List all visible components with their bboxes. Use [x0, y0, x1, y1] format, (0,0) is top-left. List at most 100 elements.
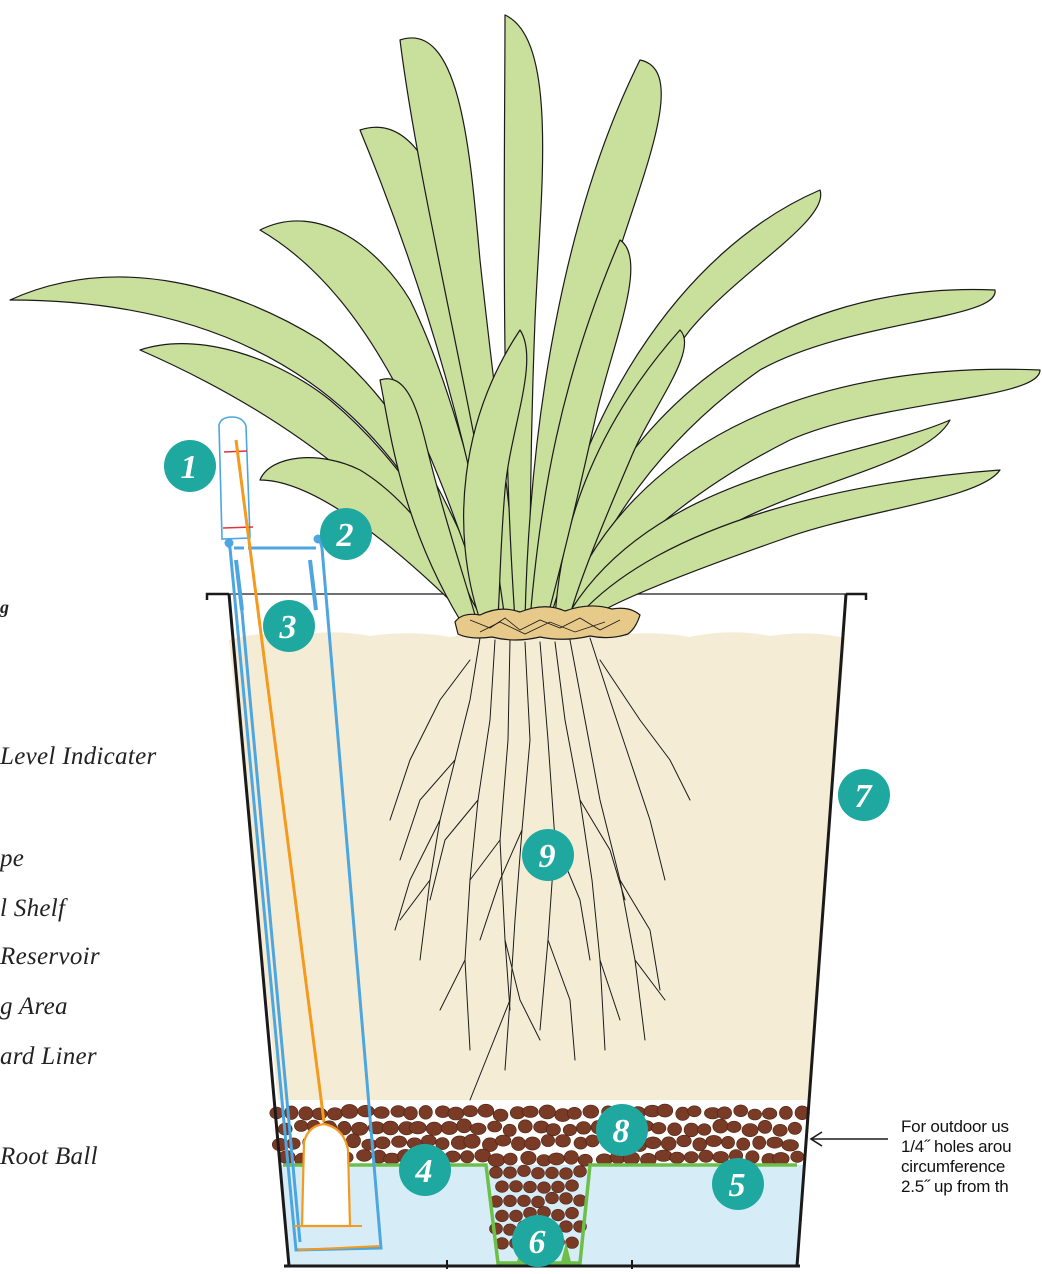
pebble	[546, 1124, 560, 1136]
badge-number: 6	[529, 1224, 546, 1261]
badge-number: 2	[336, 517, 354, 554]
note-arrow	[811, 1132, 888, 1146]
pebble	[661, 1137, 676, 1151]
pebble	[762, 1108, 777, 1119]
pebble	[504, 1167, 517, 1179]
pebble	[503, 1124, 516, 1136]
pebble	[693, 1138, 707, 1151]
legend-item-liner: ard Liner	[0, 1043, 97, 1071]
pebble	[779, 1106, 792, 1119]
pebble	[788, 1122, 801, 1134]
pebble	[684, 1123, 699, 1137]
pebble	[510, 1181, 523, 1193]
pebble	[767, 1137, 783, 1148]
pebble	[546, 1167, 559, 1179]
pebble	[299, 1107, 313, 1120]
pebble	[463, 1106, 478, 1117]
legend-item-root-ball: Root Ball	[0, 1143, 98, 1171]
pebble	[566, 1237, 579, 1249]
badge-number: 5	[729, 1167, 746, 1204]
badge-number: 3	[279, 609, 297, 646]
pebble	[742, 1124, 758, 1137]
pebble	[657, 1104, 673, 1117]
pebble	[504, 1153, 518, 1165]
pebble	[374, 1107, 390, 1119]
pebble	[782, 1140, 799, 1152]
note-line: For outdoor us	[901, 1117, 1011, 1137]
pebble	[518, 1165, 531, 1177]
pebble	[566, 1180, 579, 1192]
pebble	[496, 1210, 509, 1222]
legend-item-shelf: l Shelf	[0, 895, 65, 923]
pebble	[419, 1105, 432, 1119]
pebble	[791, 1151, 804, 1162]
pebble	[699, 1150, 713, 1162]
note-line: circumference	[901, 1157, 1011, 1177]
note-line: 1/4˝ holes arou	[901, 1137, 1011, 1157]
pebble	[391, 1106, 406, 1118]
callout-badge-1: 1	[164, 440, 216, 492]
pebble	[717, 1107, 731, 1119]
pebble	[375, 1137, 390, 1149]
legend-item-fill-pipe: pe	[0, 845, 24, 873]
pebble	[457, 1119, 472, 1133]
pebble	[504, 1195, 517, 1207]
pebble	[560, 1168, 573, 1180]
outdoor-drainage-note: For outdoor us 1/4˝ holes arou circumfer…	[901, 1117, 1011, 1197]
pebble	[448, 1107, 464, 1120]
badge-number: 1	[181, 449, 198, 486]
pebble	[351, 1122, 368, 1135]
pebble	[490, 1167, 503, 1179]
pebble	[706, 1135, 722, 1146]
pebble	[518, 1195, 531, 1207]
pebble	[773, 1152, 790, 1165]
pebble	[758, 1120, 772, 1133]
pebble	[574, 1166, 587, 1178]
pebble	[461, 1151, 474, 1163]
pebble	[511, 1137, 525, 1151]
pebble	[567, 1107, 581, 1119]
callout-badge-5: 5	[712, 1158, 764, 1210]
pebble	[496, 1181, 509, 1193]
note-line: 2.5˝ up from th	[901, 1177, 1011, 1197]
callout-badge-2: 2	[320, 508, 372, 560]
pebble	[341, 1104, 358, 1118]
pebble	[426, 1122, 442, 1135]
pebble	[287, 1138, 300, 1149]
pebble	[576, 1122, 591, 1135]
badge-number: 8	[613, 1113, 630, 1150]
legend-item-reservoir: Reservoir	[0, 943, 100, 971]
pebble	[560, 1193, 573, 1205]
pebble	[538, 1182, 551, 1194]
pebble	[518, 1120, 532, 1133]
pebble	[748, 1109, 762, 1120]
pebble	[525, 1137, 541, 1150]
callout-badge-8: 8	[596, 1104, 648, 1156]
callout-badge-6: 6	[512, 1215, 564, 1267]
pebble	[392, 1136, 407, 1148]
pebble	[677, 1135, 692, 1147]
legend-item-level-indicator: Level Indicater	[0, 743, 157, 771]
pebble	[713, 1119, 728, 1133]
pebble-layer	[270, 1104, 810, 1167]
pebble	[510, 1210, 523, 1222]
pebble	[676, 1107, 690, 1120]
badge-number: 9	[539, 838, 556, 875]
callout-badge-3: 3	[263, 600, 315, 652]
pebble	[496, 1135, 511, 1146]
callout-badge-4: 4	[399, 1144, 451, 1196]
pebble	[722, 1136, 735, 1148]
pebble	[563, 1124, 576, 1135]
pebble	[410, 1121, 427, 1134]
pebble	[566, 1207, 579, 1219]
callout-badge-7: 7	[838, 769, 890, 821]
pebble	[583, 1105, 599, 1118]
pebble	[734, 1105, 748, 1117]
pebble	[522, 1106, 538, 1117]
pebble	[358, 1105, 375, 1117]
pebble	[574, 1137, 587, 1149]
pebble	[684, 1152, 698, 1163]
pebble	[488, 1154, 505, 1167]
